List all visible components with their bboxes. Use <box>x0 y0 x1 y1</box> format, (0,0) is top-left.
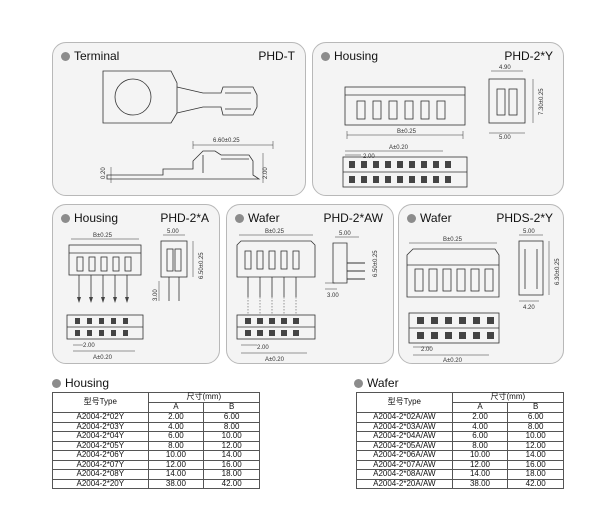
wafer-aw-drawing: B±0.25 5.00 6.50±0.25 3.00 2.00 A±0.20 <box>236 229 379 363</box>
dim-label: 4.20 <box>523 305 535 311</box>
wafer-table-title: Wafer <box>354 376 399 390</box>
dim-label: A±0.20 <box>93 355 113 361</box>
dim-label: 2.00 <box>257 345 269 351</box>
table-header-row: 型号Type 尺寸(mm) <box>356 392 565 413</box>
bullet-icon <box>61 51 70 61</box>
header-b: B <box>203 402 260 413</box>
dim-label: B±0.25 <box>265 229 285 235</box>
bullet-icon <box>61 213 70 223</box>
panel-code: PHD-2*Y <box>504 49 553 63</box>
header-size: 尺寸(mm) <box>147 392 261 403</box>
housing-y-drawing: 4.90 7.30±0.25 B±0.25 5.00 A±0.20 2.00 <box>342 65 545 188</box>
dim-label: B±0.25 <box>93 233 113 239</box>
table-header-row: A B <box>357 402 564 413</box>
dim-label: 3.00 <box>153 289 159 301</box>
panel-title: Housing <box>334 49 379 63</box>
terminal-drawing: 6.60±0.25 0.20 2.00 <box>101 70 274 183</box>
dim-label: 5.00 <box>523 229 535 235</box>
dim-label: 7.30±0.25 <box>539 88 545 115</box>
dim-label: 2.00 <box>83 343 95 349</box>
dim-label: A±0.20 <box>389 145 409 151</box>
dim-label: B±0.25 <box>397 129 417 135</box>
bullet-icon <box>321 51 330 61</box>
table-header-row: A B <box>53 402 260 413</box>
section-title: Wafer <box>367 376 399 390</box>
dim-label: 6.50±0.25 <box>199 252 205 279</box>
dim-label: 2.00 <box>363 154 375 160</box>
wafer-y-panel: Wafer PHDS-2*Y B±0.25 5.00 6.30±0.25 4.2… <box>398 204 564 364</box>
housing-table-title: Housing <box>52 376 109 390</box>
dim-label: 5.00 <box>499 135 511 141</box>
bullet-icon <box>235 213 244 223</box>
housing-a-drawing: B±0.25 5.00 6.50±0.25 3.00 2.00 A±0.20 <box>66 229 205 361</box>
wafer-aw-panel: Wafer PHD-2*AW B±0.25 5.00 6.50±0.25 3.0… <box>226 204 394 364</box>
housing-y-panel: Housing PHD-2*Y 4.90 7.30±0.25 B±0.25 5.… <box>312 42 564 196</box>
bullet-icon <box>407 213 416 223</box>
dim-label: A±0.20 <box>265 357 285 363</box>
panel-code: PHD-2*A <box>160 211 209 225</box>
header-b: B <box>507 402 564 413</box>
panel-title: Wafer <box>248 211 280 225</box>
dim-label: 2.00 <box>263 167 269 179</box>
terminal-panel: Terminal PHD-T 6.60±0.25 0.20 2.00 <box>52 42 306 196</box>
bullet-icon <box>52 378 61 388</box>
dim-label: 6.60±0.25 <box>213 138 240 144</box>
header-model: 型号Type <box>52 392 149 413</box>
dim-label: 6.30±0.25 <box>555 258 561 285</box>
header-model: 型号Type <box>356 392 453 413</box>
panel-title: Housing <box>74 211 119 225</box>
panel-title: Terminal <box>74 49 120 63</box>
panel-title: Wafer <box>420 211 452 225</box>
panel-code: PHD-T <box>258 49 295 63</box>
housing-a-panel: Housing PHD-2*A B±0.25 5.00 6.50±0.25 3.… <box>52 204 220 364</box>
table-header-row: 型号Type 尺寸(mm) <box>52 392 261 413</box>
dim-label: A±0.20 <box>443 358 463 364</box>
header-a: A <box>147 402 205 413</box>
wafer-y-drawing: B±0.25 5.00 6.30±0.25 4.20 2.00 A±0.20 <box>406 229 561 364</box>
bullet-icon <box>354 378 363 388</box>
dim-label: B±0.25 <box>443 237 463 243</box>
dim-label: 0.20 <box>101 167 107 179</box>
dim-label: 3.00 <box>327 293 339 299</box>
section-title: Housing <box>65 376 110 390</box>
dim-label: 4.90 <box>499 65 511 71</box>
dim-label: 5.00 <box>167 229 179 235</box>
panel-code: PHD-2*AW <box>323 211 383 225</box>
dim-label: 2.00 <box>421 347 433 353</box>
header-size: 尺寸(mm) <box>451 392 565 403</box>
panel-code: PHDS-2*Y <box>496 211 553 225</box>
header-a: A <box>451 402 509 413</box>
dim-label: 6.50±0.25 <box>373 250 379 277</box>
dim-label: 5.00 <box>339 231 351 237</box>
